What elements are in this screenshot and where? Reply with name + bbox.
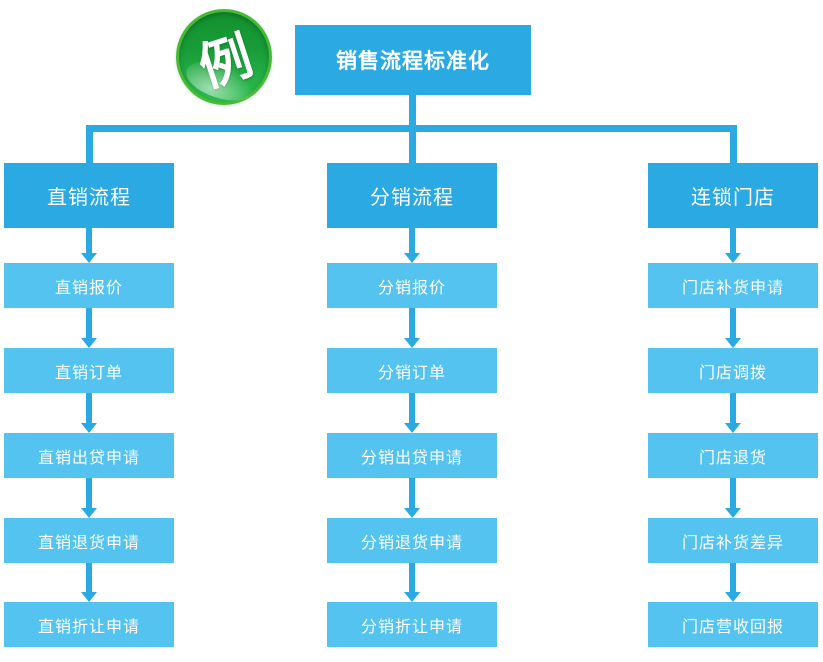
flow-node: 门店补货申请 (648, 263, 818, 308)
arrow-stem (730, 228, 736, 253)
arrow-down-icon (404, 338, 420, 348)
arrow-stem (730, 563, 736, 592)
flow-column-0: 直销流程直销报价直销订单直销出贷申请直销退货申请直销折让申请 (4, 163, 174, 647)
arrow-down-icon (404, 592, 420, 602)
flow-node: 分销折让申请 (327, 602, 497, 647)
arrow-down-icon (81, 423, 97, 433)
arrow-stem (409, 478, 415, 508)
example-badge: 例 (176, 9, 272, 105)
example-badge-label: 例 (191, 26, 260, 98)
flow-node: 分销退货申请 (327, 518, 497, 563)
flow-node: 分销报价 (327, 263, 497, 308)
arrow-down-icon (404, 508, 420, 518)
arrow-stem (730, 478, 736, 508)
arrow-down-icon (725, 508, 741, 518)
arrow-stem (86, 393, 92, 423)
root-node: 销售流程标准化 (295, 25, 531, 95)
arrow-stem (86, 563, 92, 592)
arrow-down-icon (725, 253, 741, 263)
flow-node: 分销订单 (327, 348, 497, 393)
column-header-node: 直销流程 (4, 163, 174, 228)
column-header-node: 连锁门店 (648, 163, 818, 228)
flow-node: 直销出贷申请 (4, 433, 174, 478)
arrow-down-icon (404, 423, 420, 433)
flow-node: 门店调拨 (648, 348, 818, 393)
flow-node: 直销折让申请 (4, 602, 174, 647)
flow-node: 门店退货 (648, 433, 818, 478)
flow-column-2: 连锁门店门店补货申请门店调拨门店退货门店补货差异门店营收回报 (648, 163, 818, 647)
arrow-down-icon (725, 338, 741, 348)
arrow-stem (409, 563, 415, 592)
column-header-node: 分销流程 (327, 163, 497, 228)
arrow-down-icon (81, 508, 97, 518)
arrow-down-icon (81, 253, 97, 263)
arrow-stem (86, 478, 92, 508)
arrow-stem (86, 308, 92, 338)
root-node-label: 销售流程标准化 (336, 50, 490, 73)
arrow-stem (86, 228, 92, 253)
connector-drop-left (86, 125, 93, 163)
arrow-down-icon (725, 592, 741, 602)
connector-title-stem (409, 95, 416, 125)
arrow-stem (409, 393, 415, 423)
flow-column-1: 分销流程分销报价分销订单分销出贷申请分销退货申请分销折让申请 (327, 163, 497, 647)
arrow-down-icon (81, 592, 97, 602)
arrow-down-icon (81, 338, 97, 348)
flow-node: 直销订单 (4, 348, 174, 393)
arrow-stem (730, 308, 736, 338)
flow-node: 直销报价 (4, 263, 174, 308)
arrow-stem (409, 308, 415, 338)
connector-drop-center (409, 125, 416, 163)
connector-drop-right (730, 125, 737, 163)
arrow-stem (409, 228, 415, 253)
flow-node: 门店补货差异 (648, 518, 818, 563)
flow-node: 门店营收回报 (648, 602, 818, 647)
flow-node: 直销退货申请 (4, 518, 174, 563)
arrow-stem (730, 393, 736, 423)
arrow-down-icon (725, 423, 741, 433)
arrow-down-icon (404, 253, 420, 263)
flow-node: 分销出贷申请 (327, 433, 497, 478)
